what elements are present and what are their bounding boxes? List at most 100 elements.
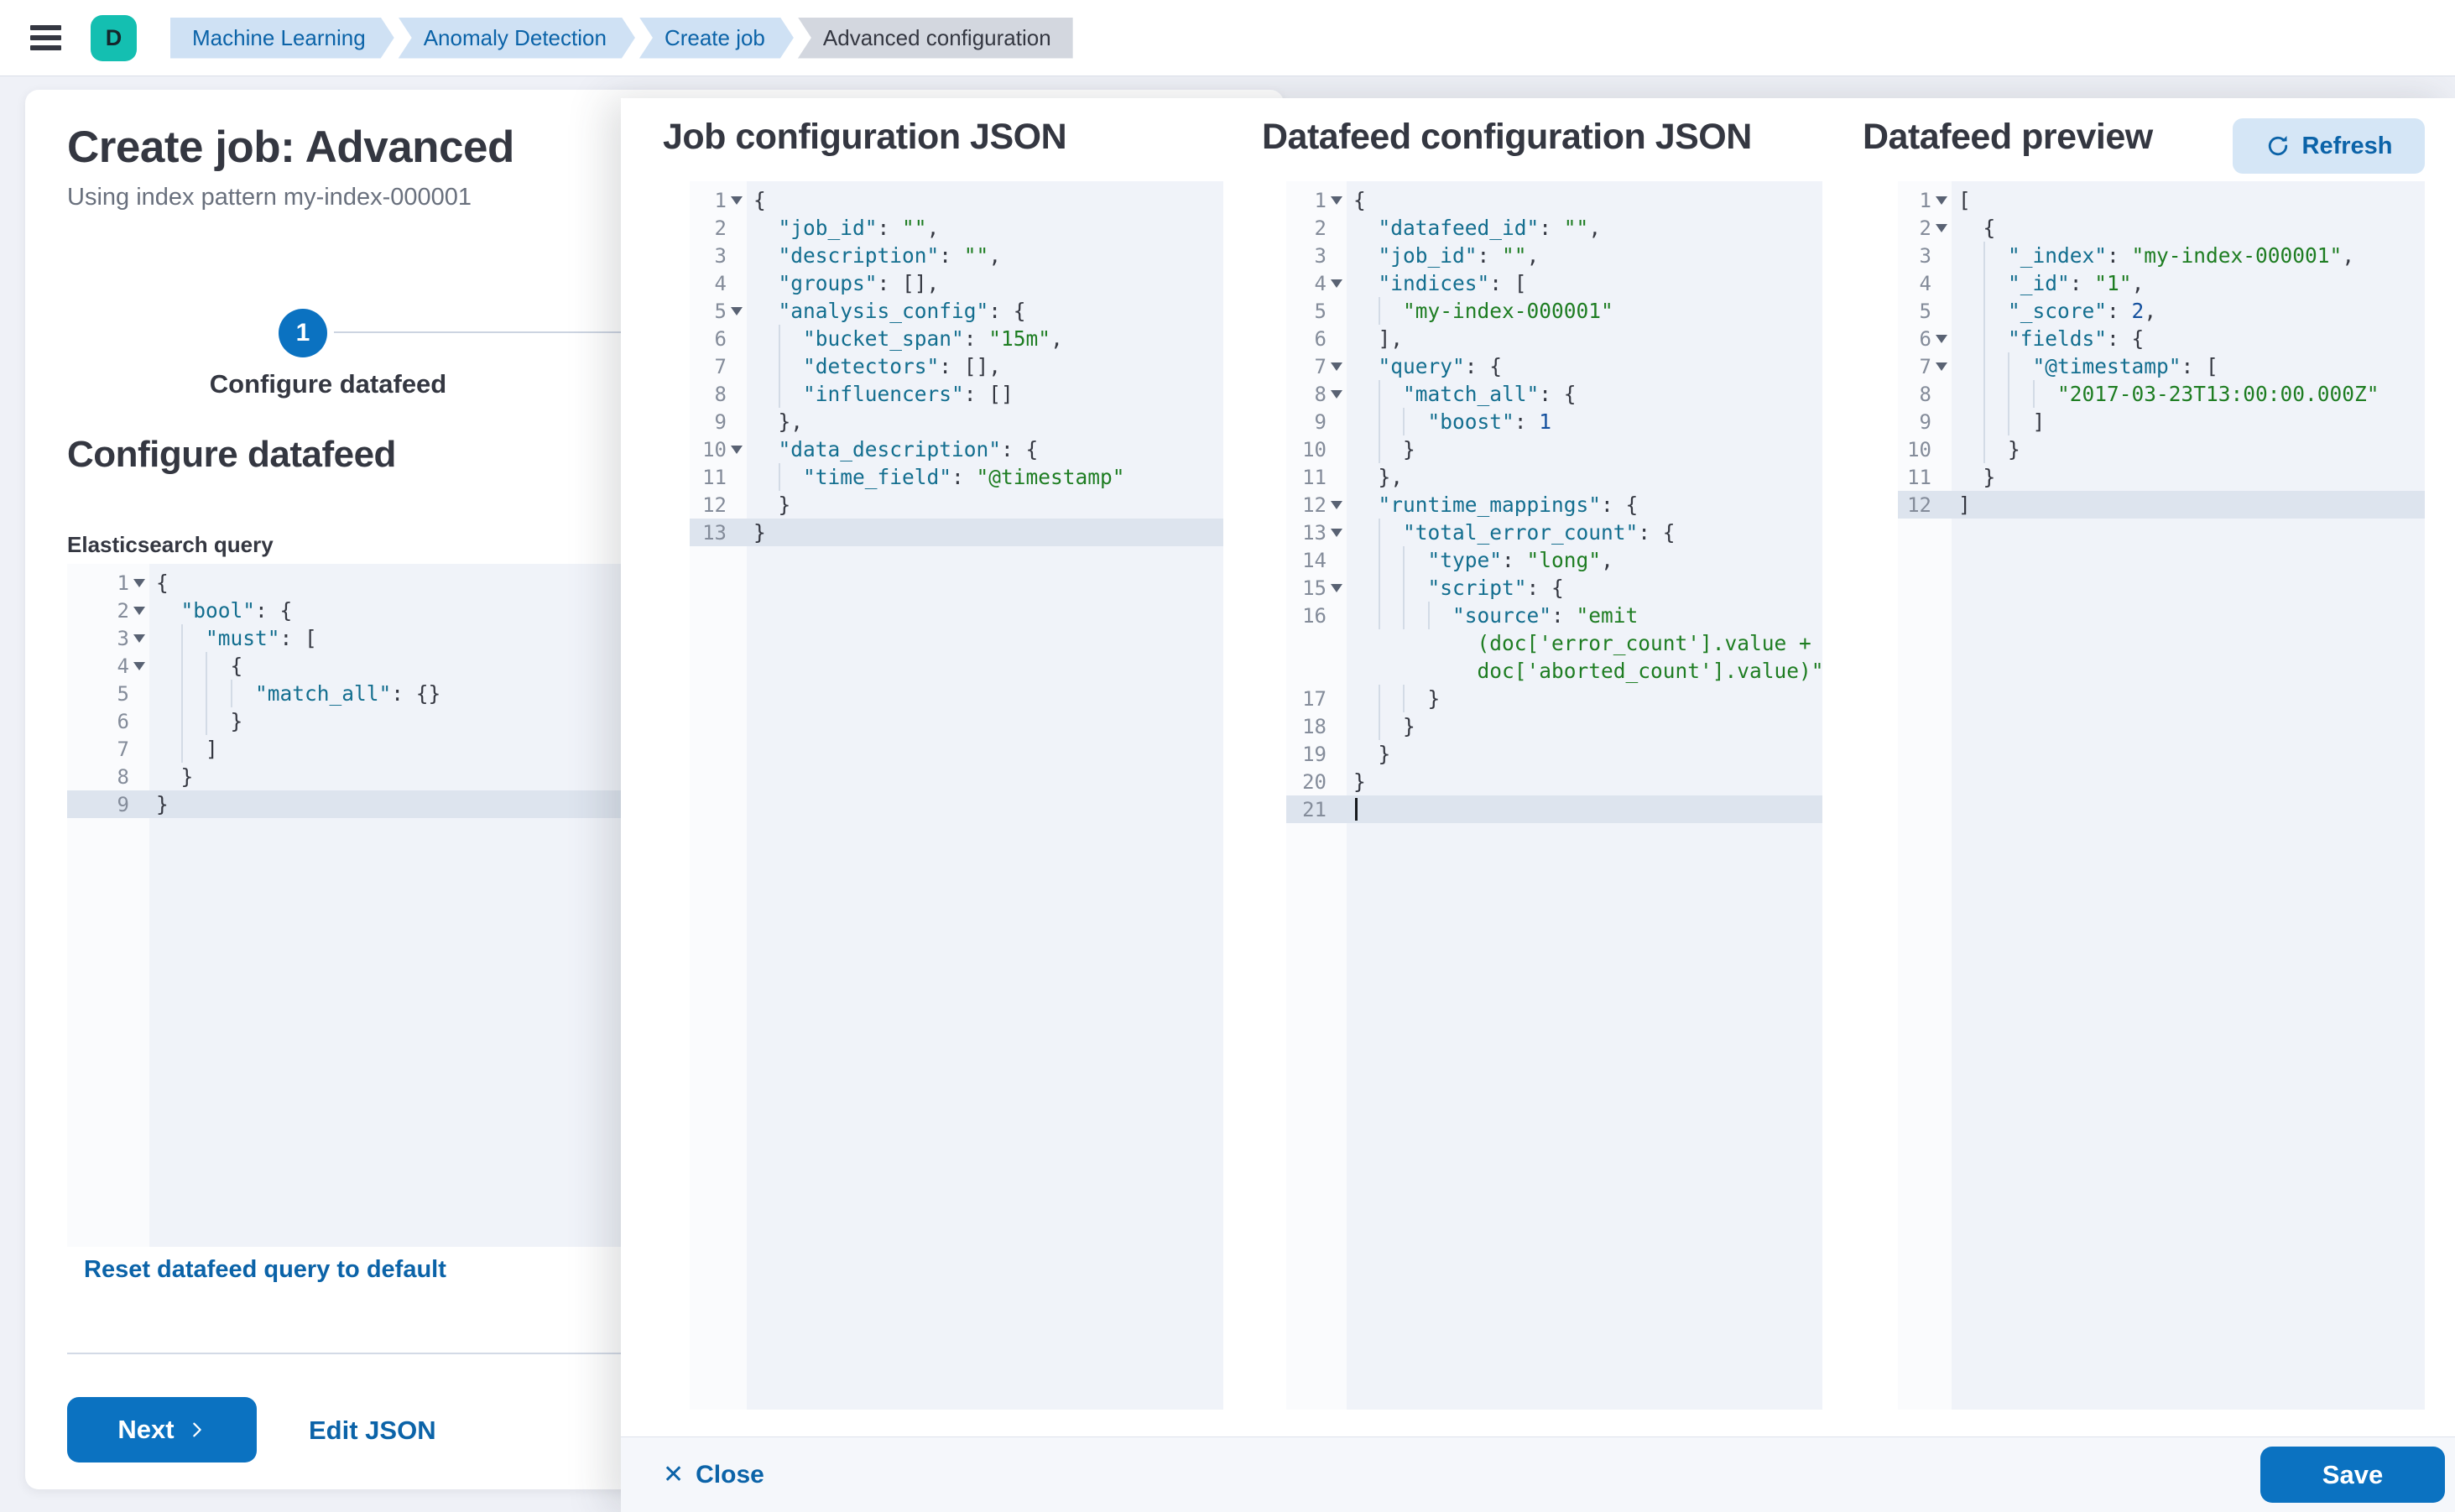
line-number: 7 (117, 738, 129, 761)
line-number: 10 (702, 438, 727, 461)
refresh-button[interactable]: Refresh (2233, 118, 2425, 174)
line-number: 17 (1302, 687, 1327, 711)
code-line: 13} (690, 519, 1223, 546)
indent-guide (1403, 546, 1428, 574)
fold-toggle-icon[interactable] (1936, 224, 1947, 232)
refresh-icon (2265, 133, 2291, 159)
line-number: 18 (1302, 715, 1327, 738)
fold-toggle-icon[interactable] (731, 446, 743, 454)
fold-toggle-icon[interactable] (1331, 196, 1342, 205)
line-number: 6 (1315, 327, 1327, 351)
line-number: 4 (715, 272, 727, 295)
line-number: 4 (1315, 272, 1327, 295)
line-number: 10 (1907, 438, 1931, 461)
code-line: 11 }, (1286, 463, 1822, 491)
code-line: 17 } (1286, 685, 1822, 712)
fold-toggle-icon[interactable] (1936, 196, 1947, 205)
line-number: 11 (702, 466, 727, 489)
save-button[interactable]: Save (2260, 1447, 2445, 1503)
code-line: 2 { (1898, 214, 2425, 242)
job-config-editor[interactable]: 1{2 "job_id": "",3 "description": "",4 "… (690, 181, 1223, 1410)
menu-icon[interactable] (12, 0, 79, 76)
reset-datafeed-query-link[interactable]: Reset datafeed query to default (84, 1256, 446, 1284)
indent-guide (2008, 408, 2033, 435)
line-number: 8 (1315, 383, 1327, 406)
line-number: 2 (1315, 216, 1327, 240)
fold-toggle-icon[interactable] (731, 196, 743, 205)
indent-guide (1983, 408, 2009, 435)
line-number: 2 (1920, 216, 1931, 240)
line-number: 2 (715, 216, 727, 240)
code-line: 11 "time_field": "@timestamp" (690, 463, 1223, 491)
line-number: 5 (1920, 300, 1931, 323)
indent-guide (779, 380, 804, 408)
indent-guide (1983, 325, 2009, 352)
code-line: 8 "2017-03-23T13:00:00.000Z" (1898, 380, 2425, 408)
code-line: (doc['error_count'].value + (1286, 629, 1822, 657)
indent-guide (779, 325, 804, 352)
code-line: 8 "influencers": [] (690, 380, 1223, 408)
fold-toggle-icon[interactable] (1331, 390, 1342, 399)
line-number: 4 (1920, 272, 1931, 295)
fold-toggle-icon[interactable] (1331, 584, 1342, 592)
breadcrumb-item-machine-learning[interactable]: Machine Learning (170, 18, 394, 59)
fold-toggle-icon[interactable] (1331, 362, 1342, 371)
fold-toggle-icon[interactable] (1331, 529, 1342, 537)
indent-guide (1379, 574, 1404, 602)
code-line: 5 "my-index-000001" (1286, 297, 1822, 325)
close-button[interactable]: ✕ Close (663, 1461, 764, 1489)
fold-toggle-icon[interactable] (133, 662, 145, 670)
datafeed-preview-editor[interactable]: 1[2 {3 "_index": "my-index-000001",4 "_i… (1898, 181, 2425, 1410)
step-1-indicator[interactable]: 1 (279, 309, 327, 357)
edit-json-flyout: Job configuration JSON Datafeed configur… (621, 98, 2455, 1512)
code-line: 7 "@timestamp": [ (1898, 352, 2425, 380)
indent-guide (1379, 546, 1404, 574)
code-line: 1{ (690, 186, 1223, 214)
line-number: 13 (1302, 521, 1327, 545)
indent-guide (181, 707, 206, 735)
line-number: 15 (1302, 576, 1327, 600)
fold-toggle-icon[interactable] (731, 307, 743, 315)
line-number: 11 (1302, 466, 1327, 489)
line-number: 3 (1920, 244, 1931, 268)
avatar[interactable]: D (91, 15, 137, 61)
code-line: 4 "indices": [ (1286, 269, 1822, 297)
line-number: 8 (117, 765, 129, 789)
code-line: 12 "runtime_mappings": { (1286, 491, 1822, 519)
indent-guide (1983, 352, 2009, 380)
line-number: 6 (117, 710, 129, 733)
edit-json-link[interactable]: Edit JSON (309, 1416, 436, 1446)
line-number: 16 (1302, 604, 1327, 628)
line-number: 11 (1907, 466, 1931, 489)
fold-toggle-icon[interactable] (1331, 279, 1342, 288)
code-line: 20} (1286, 768, 1822, 795)
fold-toggle-icon[interactable] (1936, 362, 1947, 371)
line-number: 12 (1907, 493, 1931, 517)
top-navigation-bar: D Machine LearningAnomaly DetectionCreat… (0, 0, 2455, 76)
indent-guide (1403, 602, 1428, 629)
code-line: 10 "data_description": { (690, 435, 1223, 463)
line-number: 20 (1302, 770, 1327, 794)
fold-toggle-icon[interactable] (133, 579, 145, 587)
fold-toggle-icon[interactable] (133, 634, 145, 643)
indent-guide (1983, 242, 2009, 269)
indent-guide (1983, 435, 2009, 463)
fold-toggle-icon[interactable] (1331, 501, 1342, 509)
breadcrumb-item-anomaly-detection[interactable]: Anomaly Detection (399, 18, 635, 59)
code-line: 9 ] (1898, 408, 2425, 435)
page-subtitle: Using index pattern my-index-000001 (67, 184, 472, 211)
next-button[interactable]: Next (67, 1397, 257, 1462)
close-icon: ✕ (663, 1462, 684, 1488)
elasticsearch-query-label: Elasticsearch query (67, 532, 274, 558)
fold-toggle-icon[interactable] (133, 607, 145, 615)
datafeed-config-editor[interactable]: 1{2 "datafeed_id": "",3 "job_id": "",4 "… (1286, 181, 1822, 1410)
breadcrumb-item-create-job[interactable]: Create job (639, 18, 794, 59)
fold-toggle-icon[interactable] (1936, 335, 1947, 343)
indent-guide (779, 463, 804, 491)
job-config-title: Job configuration JSON (663, 117, 1066, 158)
line-number: 21 (1302, 798, 1327, 821)
breadcrumb: Machine LearningAnomaly DetectionCreate … (170, 18, 1077, 59)
line-number: 14 (1302, 549, 1327, 572)
line-number: 10 (1302, 438, 1327, 461)
